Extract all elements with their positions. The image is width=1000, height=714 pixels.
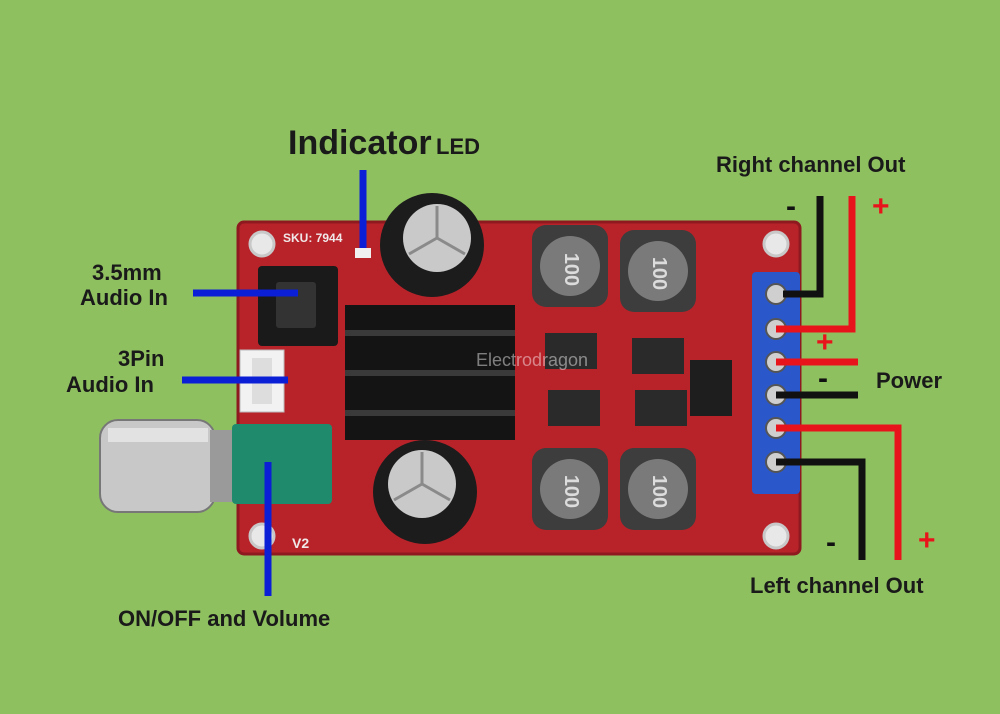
wire-right-plus xyxy=(776,196,856,333)
power-plus-sign: + xyxy=(816,326,834,359)
indicator-label-main: Indicator xyxy=(288,124,432,162)
on-off-volume-label: ON/OFF and Volume xyxy=(118,606,331,631)
left-minus-sign: - xyxy=(826,526,836,559)
right-minus-sign: - xyxy=(786,190,796,223)
capacitor-bottom xyxy=(373,440,477,544)
smd-chip xyxy=(632,338,684,374)
audio-3pin-label-line2: Audio In xyxy=(66,372,154,397)
mounting-hole xyxy=(762,522,790,550)
mounting-hole xyxy=(762,230,790,258)
left-channel-label: Left channel Out xyxy=(750,573,924,598)
power-label: Power xyxy=(876,368,943,393)
indicator-led xyxy=(355,248,371,258)
smd-chip xyxy=(548,390,600,426)
wire-right-minus xyxy=(783,196,824,298)
sku-silkscreen: SKU: 7944 xyxy=(283,231,343,245)
audio-3pin-label-line1: 3Pin xyxy=(118,346,165,371)
right-plus-sign: + xyxy=(872,190,890,223)
smd-chip xyxy=(545,333,597,369)
indicator-label-suffix: LED xyxy=(436,134,481,159)
smd-chip xyxy=(635,390,687,426)
inductor-code: 100 xyxy=(560,474,583,509)
wire-left-plus xyxy=(776,424,902,560)
inductor xyxy=(620,448,696,530)
audio-35-label-line2: Audio In xyxy=(80,285,168,310)
mounting-hole xyxy=(248,230,276,258)
heatsink xyxy=(345,305,515,440)
volume-knob xyxy=(99,419,332,513)
inductor-code: 100 xyxy=(648,256,671,291)
left-plus-sign: + xyxy=(918,524,936,557)
inductor xyxy=(620,230,696,312)
watermark: Electrodragon xyxy=(476,350,589,370)
inductor-code: 100 xyxy=(648,474,671,509)
version-silkscreen: V2 xyxy=(292,535,310,551)
power-minus-sign: - xyxy=(818,362,828,395)
capacitor-top xyxy=(380,193,484,297)
diode xyxy=(690,360,732,416)
inductor xyxy=(532,225,608,307)
wire-left-minus xyxy=(776,458,866,560)
right-channel-label: Right channel Out xyxy=(716,152,906,177)
inductor xyxy=(532,448,608,530)
audio-35-label-line1: 3.5mm xyxy=(92,260,162,285)
indicator-led-label: Indicator LED xyxy=(288,124,480,163)
inductor-code: 100 xyxy=(560,252,583,287)
